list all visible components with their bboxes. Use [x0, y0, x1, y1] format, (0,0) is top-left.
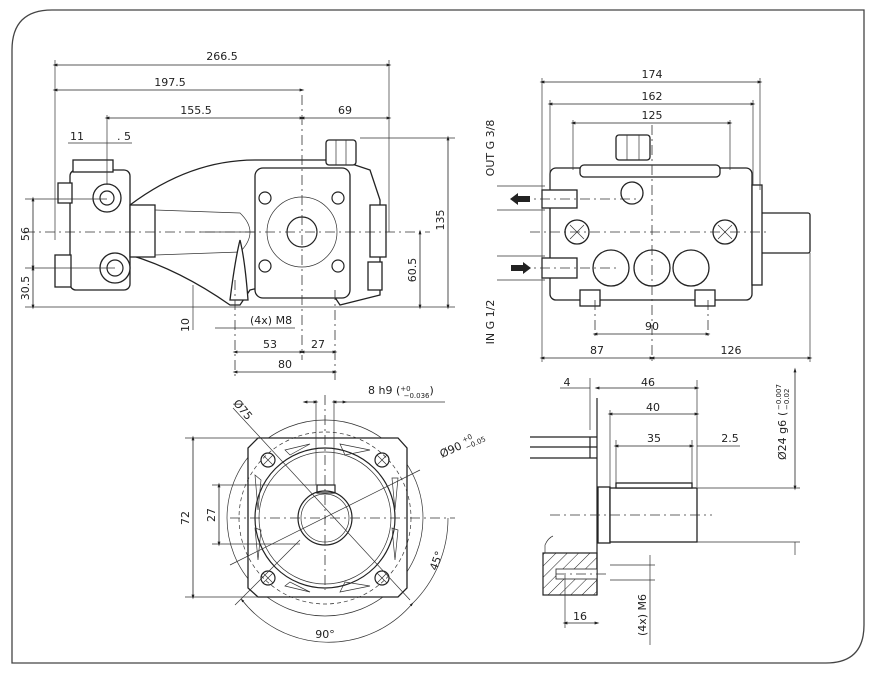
pilot-tol-upper: +0 — [461, 433, 474, 445]
outlet-arrow-icon — [510, 193, 530, 205]
drawing-frame — [11, 9, 865, 664]
key-tol-lower: −0.036 — [404, 392, 430, 400]
dim-69: 69 — [338, 104, 352, 117]
dim-5: . 5 — [117, 130, 131, 143]
shaft-diameter-dim: Ø24 g6 ( −0.007 −0.02 — [775, 384, 791, 460]
bolt-circle-dim: Ø75 — [230, 397, 255, 423]
dim-10: 10 — [179, 318, 192, 332]
dim-162: 162 — [642, 90, 663, 103]
shaft-tol-upper: −0.007 — [775, 384, 783, 410]
key-width-value: 8 h9 — [368, 384, 392, 397]
inlet-label: IN G 1/2 — [484, 300, 497, 345]
dim-87: 87 — [590, 344, 604, 357]
thread-m6: (4x) M6 — [636, 594, 649, 636]
tol-paren: ( — [776, 412, 789, 416]
dim-27-flange: 27 — [205, 508, 218, 522]
pilot-diameter-dim: Ø90 +0 −0.05 — [438, 433, 487, 461]
flange-view — [185, 395, 455, 643]
dim-125: 125 — [642, 109, 663, 122]
dim-155-5: 155.5 — [180, 104, 212, 117]
dim-30-5: 30.5 — [19, 276, 32, 301]
shaft-view — [530, 367, 800, 645]
thread-m8: (4x) M8 — [250, 314, 292, 327]
dim-11: 11 — [70, 130, 84, 143]
dim-53: 53 — [263, 338, 277, 351]
inlet-arrow-icon — [511, 262, 531, 274]
dim-27: 27 — [311, 338, 325, 351]
pilot-diameter-value: Ø90 — [438, 439, 464, 460]
dim-174: 174 — [642, 68, 663, 81]
dim-46: 46 — [641, 376, 655, 389]
front-view — [497, 78, 813, 365]
key-tol-upper: +0 — [400, 385, 410, 393]
dim-60-5: 60.5 — [406, 258, 419, 283]
shaft-tol-lower: −0.02 — [783, 389, 791, 410]
dim-40: 40 — [646, 401, 660, 414]
dim-35: 35 — [647, 432, 661, 445]
dim-72: 72 — [179, 511, 192, 525]
dim-135: 135 — [434, 210, 447, 231]
angle-90: 90° — [315, 628, 335, 641]
dim-90: 90 — [645, 320, 659, 333]
dim-16: 16 — [573, 610, 587, 623]
angle-45: 45° — [427, 549, 446, 572]
dim-197-5: 197.5 — [154, 76, 186, 89]
shaft-diameter-value: Ø24 g6 — [776, 420, 789, 460]
dim-266-5: 266.5 — [206, 50, 238, 63]
dim-80: 80 — [278, 358, 292, 371]
dim-2-5: 2.5 — [721, 432, 739, 445]
side-view — [25, 60, 455, 380]
outlet-label: OUT G 3/8 — [484, 120, 497, 177]
dim-126: 126 — [721, 344, 742, 357]
dim-4: 4 — [564, 376, 571, 389]
key-width-dim: 8 h9 (+0−0.036) — [368, 384, 434, 400]
dim-56: 56 — [19, 227, 32, 241]
